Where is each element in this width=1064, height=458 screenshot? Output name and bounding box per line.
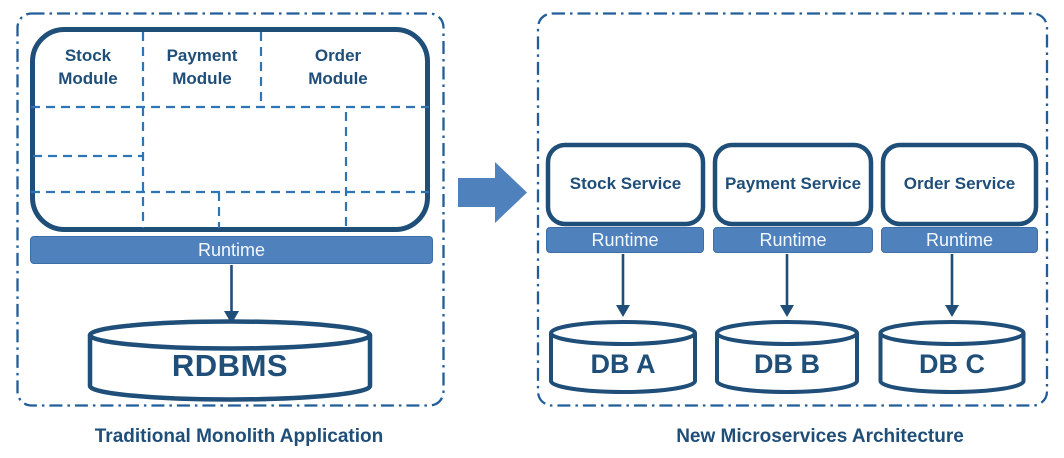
payment-runtime-label: Runtime (759, 229, 827, 250)
db-c-label: DB C (919, 348, 985, 379)
payment-db-arrow-icon (780, 254, 794, 317)
order-db-arrow-icon (945, 254, 959, 317)
stock-runtime-label: Runtime (591, 229, 659, 250)
monolith-runtime-bar: Runtime (30, 236, 433, 264)
rdbms-label: RDBMS (171, 348, 289, 383)
order-runtime-bar: Runtime (881, 227, 1038, 253)
db-b-label: DB B (754, 348, 820, 379)
order-module-label: Order Module (308, 46, 368, 88)
order-service-label: Order Service (903, 174, 1016, 194)
order-service-box (880, 142, 1039, 227)
transformation-arrow-icon (458, 162, 527, 223)
payment-service-box (712, 142, 874, 227)
stock-db-arrow-icon (616, 254, 630, 317)
payment-module-label: Payment Module (166, 46, 238, 88)
payment-service-label: Payment Service (724, 174, 862, 194)
payment-runtime-bar: Runtime (713, 227, 873, 253)
microservices-boundary-box (536, 12, 1049, 407)
monolith-caption: Traditional Monolith Application (94, 426, 384, 447)
stock-runtime-bar: Runtime (546, 227, 704, 253)
stock-service-box (545, 142, 706, 227)
monolith-boundary-box (16, 12, 445, 407)
stock-service-label: Stock Service (569, 174, 682, 194)
db-a-label: DB A (590, 348, 656, 379)
monolith-db-arrow-icon (224, 265, 239, 324)
db-c-cylinder (878, 320, 1026, 394)
monolith-runtime-label: Runtime (197, 239, 266, 260)
monolith-app-box (30, 27, 430, 232)
db-b-cylinder (715, 320, 859, 394)
order-runtime-label: Runtime (925, 229, 994, 250)
monolith-internal-grid (31, 32, 429, 228)
microservices-caption: New Microservices Architecture (676, 426, 964, 447)
db-a-cylinder (549, 320, 697, 394)
stock-module-label: Stock Module (58, 46, 118, 88)
rdbms-cylinder (87, 319, 373, 402)
